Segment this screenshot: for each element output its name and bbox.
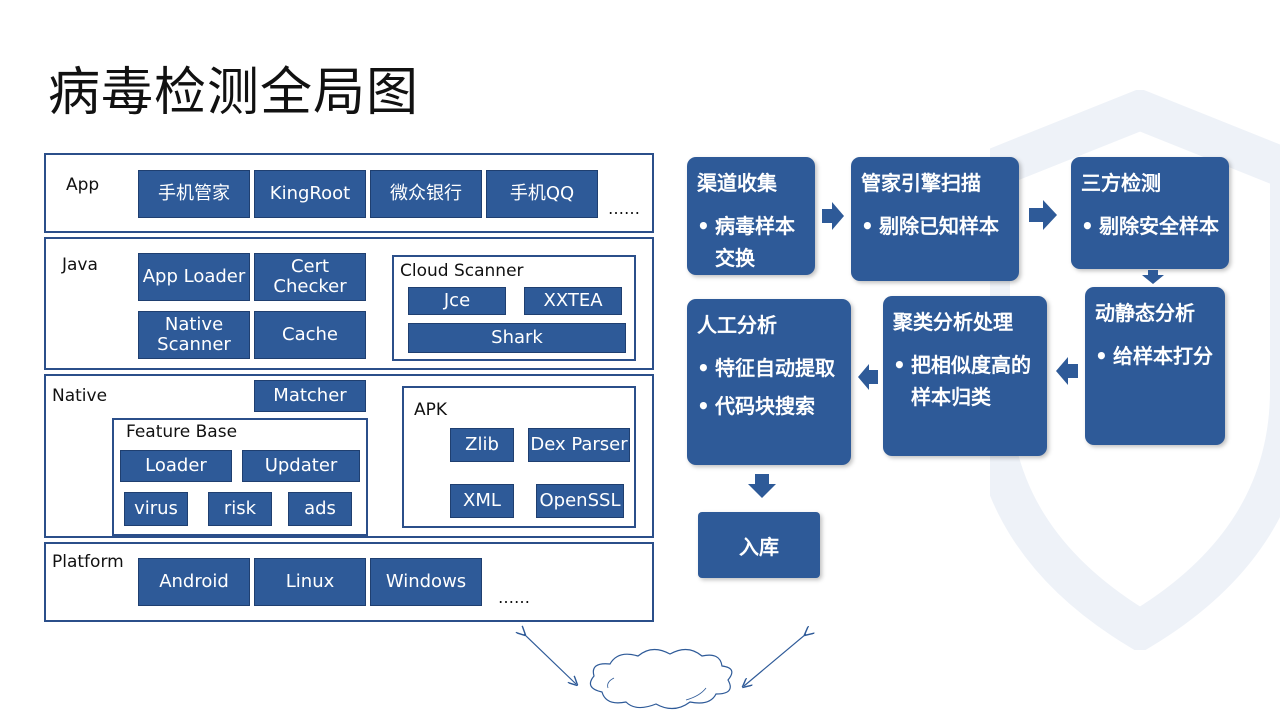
page-title: 病毒检测全局图 — [48, 63, 420, 123]
matcher-block: Matcher — [254, 380, 366, 412]
flow-collect-bullet: 病毒样本交换 — [697, 210, 805, 274]
flow-collect: 渠道收集 病毒样本交换 — [687, 157, 815, 275]
shield-watermark-icon — [990, 90, 1280, 650]
flow-engine-title: 管家引擎扫描 — [861, 171, 981, 195]
cloud-scanner-frame: Cloud Scanner Jce XXTEA Shark — [392, 255, 636, 361]
loader-block: Loader — [120, 450, 232, 482]
flow-cluster-title: 聚类分析处理 — [893, 310, 1013, 334]
arrow-right-icon — [1029, 200, 1057, 230]
flow-engine-bullet: 剔除已知样本 — [861, 210, 1009, 242]
arrow-down-icon — [1142, 270, 1164, 284]
native-layer-label: Native — [52, 386, 108, 406]
cloud-scanner-label: Cloud Scanner — [400, 261, 524, 281]
flow-manual: 人工分析 特征自动提取 代码块搜索 — [687, 299, 851, 465]
app-loader-block: App Loader — [138, 253, 250, 301]
shark-block: Shark — [408, 323, 626, 353]
flow-manual-bullet-2: 代码块搜索 — [697, 390, 841, 422]
native-layer: Native Matcher Feature Base Loader Updat… — [44, 374, 654, 538]
arrow-left-icon — [1056, 357, 1078, 385]
risk-block: risk — [208, 492, 272, 526]
flow-collect-title: 渠道收集 — [697, 171, 777, 195]
app-webank: 微众银行 — [370, 170, 482, 218]
app-mobile-qq: 手机QQ — [486, 170, 598, 218]
flow-store-title: 入库 — [739, 534, 779, 559]
ads-block: ads — [288, 492, 352, 526]
flow-dynamic: 动静态分析 给样本打分 — [1085, 287, 1225, 445]
dex-parser-block: Dex Parser — [528, 428, 630, 462]
feature-base-label: Feature Base — [126, 422, 238, 442]
feature-base-frame: Feature Base Loader Updater virus risk a… — [112, 418, 368, 536]
windows-block: Windows — [370, 558, 482, 606]
cloud-icon — [589, 648, 733, 710]
app-layer: App 手机管家 KingRoot 微众银行 手机QQ …… — [44, 153, 654, 233]
flow-dynamic-bullet: 给样本打分 — [1095, 340, 1215, 372]
cache-block: Cache — [254, 311, 366, 359]
native-scanner-block: Native Scanner — [138, 311, 250, 359]
openssl-block: OpenSSL — [536, 484, 624, 518]
android-block: Android — [138, 558, 250, 606]
flow-third: 三方检测 剔除安全样本 — [1071, 157, 1229, 269]
apk-frame: APK Zlib Dex Parser XML OpenSSL — [402, 386, 636, 528]
flow-manual-title: 人工分析 — [697, 313, 777, 337]
xml-block: XML — [450, 484, 514, 518]
app-layer-label: App — [66, 175, 100, 195]
app-tencent-manager: 手机管家 — [138, 170, 250, 218]
flow-cluster-bullet: 把相似度高的样本归类 — [893, 349, 1037, 413]
platform-layer: Platform Android Linux Windows …… — [44, 542, 654, 622]
flow-third-bullet: 剔除安全样本 — [1081, 210, 1219, 242]
flow-third-title: 三方检测 — [1081, 171, 1161, 195]
app-kingroot: KingRoot — [254, 170, 366, 218]
arrow-down-icon — [748, 474, 776, 498]
updater-block: Updater — [242, 450, 360, 482]
flow-store: 入库 — [698, 512, 820, 578]
java-layer: Java App Loader Cert Checker Native Scan… — [44, 237, 654, 370]
app-more: …… — [608, 199, 640, 218]
zlib-block: Zlib — [450, 428, 514, 462]
linux-block: Linux — [254, 558, 366, 606]
cloud-connection — [510, 622, 820, 710]
flow-cluster: 聚类分析处理 把相似度高的样本归类 — [883, 296, 1047, 456]
jce-block: Jce — [408, 287, 506, 315]
arrow-left-icon — [858, 364, 878, 390]
flow-engine: 管家引擎扫描 剔除已知样本 — [851, 157, 1019, 281]
java-layer-label: Java — [62, 255, 98, 275]
flow-manual-bullet-1: 特征自动提取 — [697, 352, 841, 384]
arrow-right-icon — [822, 202, 844, 230]
virus-block: virus — [124, 492, 188, 526]
apk-label: APK — [414, 400, 448, 420]
platform-layer-label: Platform — [52, 552, 124, 572]
platform-more: …… — [498, 588, 530, 607]
xxtea-block: XXTEA — [524, 287, 622, 315]
cert-checker-block: Cert Checker — [254, 253, 366, 301]
flow-dynamic-title: 动静态分析 — [1095, 301, 1195, 325]
